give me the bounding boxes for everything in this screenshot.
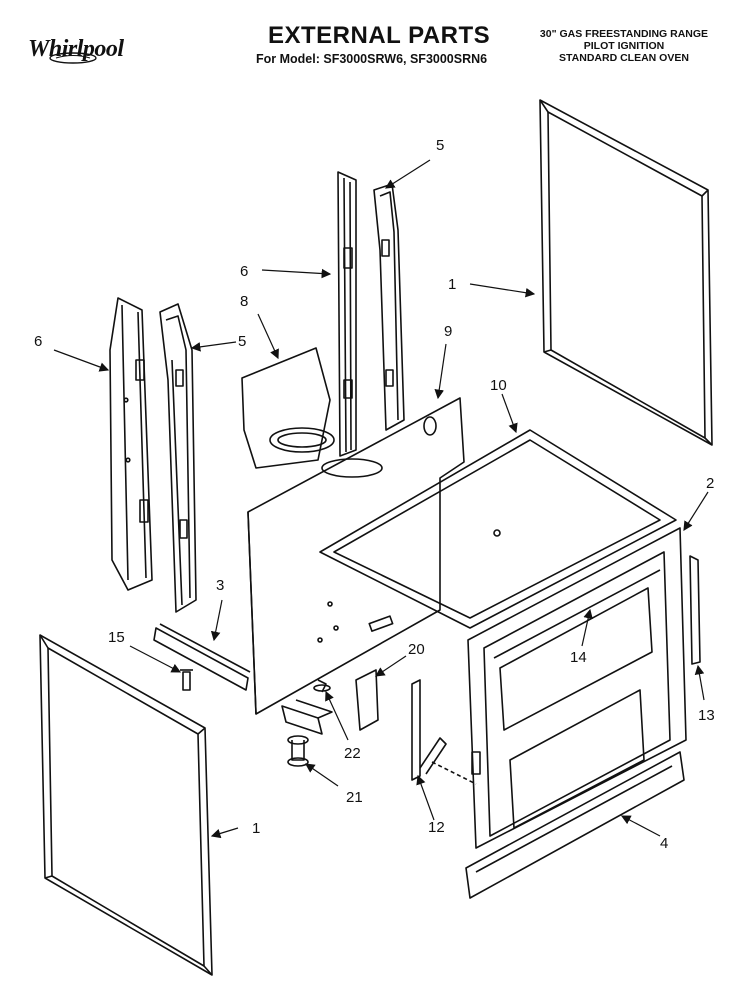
lower-bracket: [281, 699, 333, 735]
front-rail-left: [159, 303, 197, 613]
callout-5-top: 5: [436, 137, 444, 154]
callout-15: 15: [108, 629, 125, 646]
kick-plate: [465, 751, 685, 899]
callout-8: 8: [240, 293, 248, 310]
callout-10: 10: [490, 377, 507, 394]
callout-22: 22: [344, 745, 361, 762]
door-latch: [411, 679, 477, 785]
vertical-rail-top: [337, 171, 357, 457]
oven-back-panel: [247, 397, 465, 715]
hinge-bracket: [355, 669, 379, 731]
leveling-leg: [287, 735, 309, 767]
callout-2: 2: [706, 475, 714, 492]
side-trim-strip: [153, 623, 251, 691]
callout-3: 3: [216, 577, 224, 594]
callout-20: 20: [408, 641, 425, 658]
brand-logo: [20, 26, 156, 72]
screw: [180, 669, 193, 691]
page-title: EXTERNAL PARTS: [268, 22, 491, 49]
logo-seal-icon: [49, 52, 97, 64]
spec-line-oven: STANDARD CLEAN OVEN: [559, 52, 689, 64]
brand-name: Whirlpool: [28, 36, 124, 62]
callout-4: 4: [660, 835, 668, 852]
fastener: [313, 679, 331, 693]
callout-13: 13: [698, 707, 715, 724]
side-panel-right: [539, 99, 713, 446]
burner-baffle: [241, 347, 335, 469]
spec-line-ignition: PILOT IGNITION: [583, 40, 665, 52]
front-frame: [467, 527, 687, 849]
model-line: For Model: SF3000SRW6, SF3000SRN6: [256, 52, 488, 66]
cooktop-support: [319, 429, 677, 629]
vertical-rail-left: [109, 297, 153, 591]
callout-14: 14: [570, 649, 587, 666]
callout-5-left: 5: [238, 333, 246, 350]
callout-21: 21: [346, 789, 363, 806]
side-panel-left: [39, 634, 213, 976]
callout-6-left: 6: [34, 333, 42, 350]
callout-6-top: 6: [240, 263, 248, 280]
callout-1-top: 1: [448, 276, 456, 293]
callout-1-bottom: 1: [252, 820, 260, 837]
spec-line-range: 30" GAS FREESTANDING RANGE: [539, 28, 709, 40]
vertical-trim: [689, 555, 701, 665]
callout-12: 12: [428, 819, 445, 836]
front-rail-top: [373, 183, 405, 431]
callout-9: 9: [444, 323, 452, 340]
